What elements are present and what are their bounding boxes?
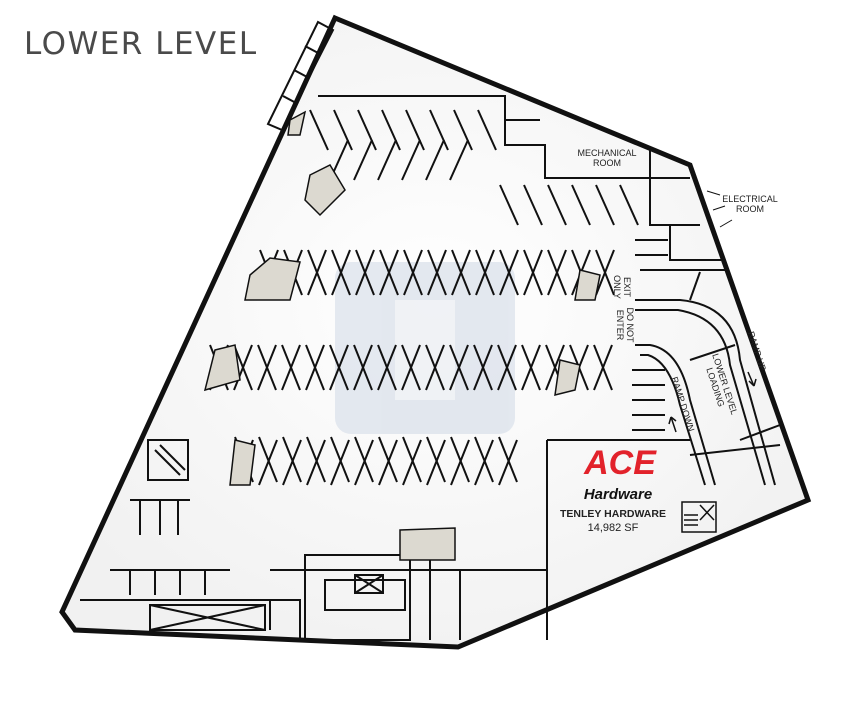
stall-line bbox=[547, 249, 567, 296]
stall-line bbox=[282, 439, 302, 486]
stall-line bbox=[498, 439, 518, 486]
stall-line bbox=[402, 436, 422, 483]
ace-logo-sub: Hardware bbox=[584, 486, 652, 503]
stall-line bbox=[619, 184, 639, 226]
stall-line bbox=[595, 249, 615, 296]
stall-line bbox=[281, 344, 301, 391]
stall-line bbox=[330, 439, 350, 486]
stall-line bbox=[306, 439, 326, 486]
tenant-ace-hardware[interactable]: ACE Hardware TENLEY HARDWARE 14,982 SF bbox=[560, 444, 717, 534]
stall-line bbox=[545, 344, 565, 391]
ramp-up-arrow-icon bbox=[747, 371, 757, 387]
stall-line bbox=[521, 344, 541, 391]
stall-line bbox=[571, 184, 591, 226]
stall-line bbox=[401, 344, 421, 391]
stall-line bbox=[499, 249, 519, 296]
stall-line bbox=[429, 109, 449, 151]
stall-line bbox=[377, 344, 397, 391]
mechanical-room-label-2: ROOM bbox=[593, 158, 621, 168]
stall-line bbox=[402, 439, 422, 486]
stair-icon bbox=[681, 501, 717, 533]
stall-line bbox=[379, 249, 399, 296]
stall-line bbox=[309, 109, 329, 151]
stall-line bbox=[353, 139, 373, 181]
stall-line bbox=[331, 249, 351, 296]
stall-line bbox=[377, 139, 397, 181]
stall-line bbox=[426, 436, 446, 483]
stall-line bbox=[450, 436, 470, 483]
stall-line bbox=[233, 344, 253, 391]
level-title: LOWER LEVEL bbox=[24, 26, 258, 62]
do-not-enter-label: DO NOT bbox=[625, 308, 635, 344]
stall-line bbox=[257, 344, 277, 391]
stall-line bbox=[353, 344, 373, 391]
stall-line bbox=[307, 249, 327, 296]
tenant-name: TENLEY HARDWARE bbox=[560, 508, 666, 520]
window-strip bbox=[266, 20, 335, 132]
stall-line bbox=[357, 109, 377, 151]
stall-line bbox=[453, 109, 473, 151]
stall-line bbox=[449, 139, 469, 181]
electrical-room-label: ELECTRICAL bbox=[722, 194, 778, 204]
stall-line bbox=[378, 436, 398, 483]
stall-line bbox=[330, 436, 350, 483]
stall-line bbox=[282, 436, 302, 483]
stall-line bbox=[258, 436, 278, 483]
stall-line bbox=[595, 184, 615, 226]
landscape-islands bbox=[203, 110, 601, 561]
stall-line bbox=[381, 109, 401, 151]
stall-line bbox=[306, 436, 326, 483]
mechanical-room-label: MECHANICAL bbox=[577, 148, 636, 158]
stall-line bbox=[450, 439, 470, 486]
stall-line bbox=[355, 249, 375, 296]
stall-line bbox=[593, 344, 613, 391]
stall-line bbox=[305, 344, 325, 391]
stall-line bbox=[426, 439, 446, 486]
stall-line bbox=[378, 439, 398, 486]
electrical-room-label-2: ROOM bbox=[736, 204, 764, 214]
stall-line bbox=[425, 344, 445, 391]
stall-line bbox=[451, 249, 471, 296]
exit-only-label: EXIT bbox=[622, 277, 632, 298]
tenant-area: 14,982 SF bbox=[588, 522, 639, 534]
stall-line bbox=[497, 344, 517, 391]
stall-line bbox=[405, 109, 425, 151]
stall-line bbox=[498, 436, 518, 483]
stall-line bbox=[354, 436, 374, 483]
stall-line bbox=[329, 344, 349, 391]
stall-line bbox=[499, 184, 519, 226]
stall-line bbox=[401, 139, 421, 181]
stall-line bbox=[523, 249, 543, 296]
stall-line bbox=[354, 439, 374, 486]
stall-line bbox=[333, 109, 353, 151]
stall-line bbox=[474, 439, 494, 486]
stall-line bbox=[475, 249, 495, 296]
parking-p-icon bbox=[335, 262, 515, 434]
do-not-enter-label-2: ENTER bbox=[615, 310, 625, 341]
stall-line bbox=[547, 184, 567, 226]
stall-line bbox=[425, 139, 445, 181]
stall-line bbox=[473, 344, 493, 391]
stall-line bbox=[474, 436, 494, 483]
interior-walls bbox=[80, 95, 781, 641]
stall-line bbox=[523, 184, 543, 226]
ramp-down-arrow-icon bbox=[668, 416, 677, 433]
stall-line bbox=[427, 249, 447, 296]
stall-line bbox=[258, 439, 278, 486]
exit-only-label-2: ONLY bbox=[612, 275, 622, 299]
stall-line bbox=[403, 249, 423, 296]
stall-line bbox=[477, 109, 497, 151]
ace-logo: ACE bbox=[583, 444, 657, 482]
stall-line bbox=[449, 344, 469, 391]
